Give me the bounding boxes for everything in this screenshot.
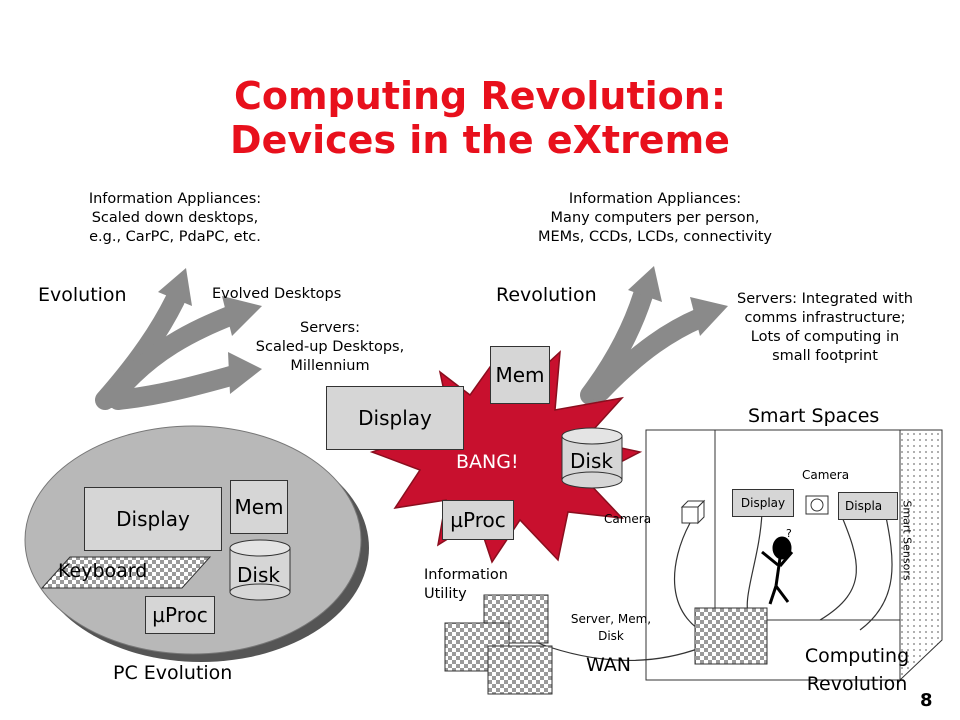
evolution-arrows bbox=[95, 268, 262, 410]
note-line: Information bbox=[424, 567, 508, 583]
pc-proc-box: µProc bbox=[145, 596, 215, 634]
note-line: Utility bbox=[424, 586, 467, 602]
left-servers-note: Servers: Scaled-up Desktops, Millennium bbox=[230, 319, 430, 376]
note-line: small footprint bbox=[772, 348, 878, 364]
slide-title-line2: Devices in the eXtreme bbox=[230, 118, 730, 162]
pc-display-box: Display bbox=[84, 487, 222, 551]
evolution-label: Evolution bbox=[38, 284, 127, 306]
note-line: Information Appliances: bbox=[88, 191, 262, 207]
server-rack-cluster bbox=[444, 594, 553, 695]
note-line: Scaled-up Desktops, bbox=[255, 339, 405, 355]
note-line: Servers: Integrated with bbox=[737, 291, 913, 307]
server-rack-single bbox=[694, 607, 768, 665]
bang-label: BANG! bbox=[456, 451, 519, 473]
note-line: MEMs, CCDs, LCDs, connectivity bbox=[538, 229, 772, 245]
right-appliances-note: Information Appliances: Many computers p… bbox=[490, 190, 820, 247]
server-mem-disk-label: Server, Mem, Disk bbox=[556, 611, 666, 645]
revolution-label: Revolution bbox=[496, 284, 597, 306]
wan-label: WAN bbox=[586, 654, 631, 676]
pc-mem-box: Mem bbox=[230, 480, 288, 534]
question-mark: ? bbox=[786, 527, 792, 540]
note-line: Servers: bbox=[300, 320, 360, 336]
label-line: Revolution bbox=[806, 673, 908, 695]
slide-title-line1: Computing Revolution: bbox=[233, 74, 727, 118]
page-number: 8 bbox=[920, 690, 933, 711]
note-line: Lots of computing in bbox=[750, 329, 900, 345]
room-display-box-1: Display bbox=[732, 489, 794, 517]
person-figure bbox=[761, 536, 794, 605]
pc-evolution-label: PC Evolution bbox=[113, 662, 233, 684]
note-line: e.g., CarPC, PdaPC, etc. bbox=[89, 229, 261, 245]
computing-revolution-label: Computing Revolution bbox=[792, 642, 922, 698]
right-servers-note: Servers: Integrated with comms infrastru… bbox=[705, 290, 945, 366]
note-line: Information Appliances: bbox=[568, 191, 742, 207]
room-display-box-2: Displa bbox=[838, 492, 898, 520]
note-line: Disk bbox=[598, 629, 624, 643]
bang-disk-label: Disk bbox=[570, 449, 613, 473]
note-line: Server, Mem, bbox=[570, 612, 652, 626]
note-line: Millennium bbox=[290, 358, 370, 374]
smart-sensors-label: Smart Sensors bbox=[900, 500, 914, 581]
bang-starburst bbox=[369, 350, 643, 564]
pc-disk-cylinder bbox=[229, 539, 291, 601]
camera-top-label: Camera bbox=[802, 468, 850, 482]
camera-left-label: Camera bbox=[604, 512, 652, 526]
evolved-desktops-label: Evolved Desktops bbox=[212, 286, 342, 302]
camera-top-shape bbox=[805, 495, 829, 515]
keyboard-shape bbox=[40, 556, 212, 589]
bang-display-box: Display bbox=[326, 386, 464, 450]
bang-disk-cylinder bbox=[561, 427, 623, 489]
note-line: Scaled down desktops, bbox=[91, 210, 259, 226]
bang-mem-box: Mem bbox=[490, 346, 550, 404]
note-line: Many computers per person, bbox=[550, 210, 760, 226]
camera-left-shape bbox=[680, 499, 706, 525]
note-line: comms infrastructure; bbox=[744, 310, 906, 326]
left-appliances-note: Information Appliances: Scaled down desk… bbox=[45, 190, 305, 247]
revolution-arrows bbox=[580, 266, 728, 405]
bang-proc-box: µProc bbox=[442, 500, 514, 540]
pc-disk-label: Disk bbox=[237, 563, 280, 587]
smart-space-room bbox=[645, 429, 943, 682]
information-utility-label: Information Utility bbox=[424, 566, 508, 604]
label-line: Computing bbox=[804, 645, 910, 667]
pc-keyboard-label: Keyboard bbox=[58, 560, 148, 582]
smart-spaces-title: Smart Spaces bbox=[748, 405, 880, 427]
